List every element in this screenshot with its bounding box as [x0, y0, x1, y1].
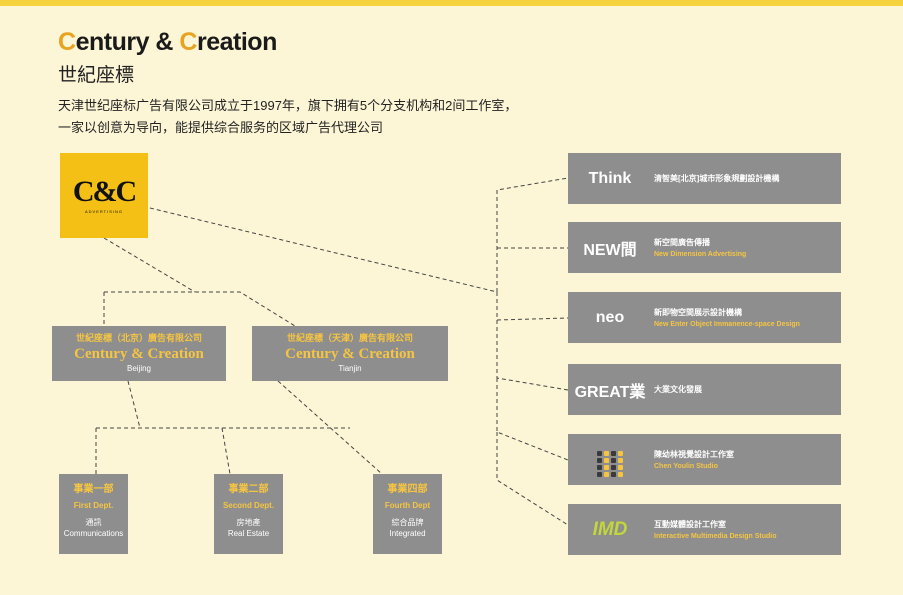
new-logo: NEW間: [583, 241, 637, 259]
dept-name-en: Second Dept.: [222, 501, 275, 510]
brand-title-c2: C: [179, 28, 197, 56]
dept-name-en: First Dept.: [73, 501, 114, 510]
line-trunk-up: [496, 177, 569, 292]
company-name-cn: 世紀座標（天津）廣告有限公司: [286, 333, 413, 343]
dept-fourth: 事業四部 Fourth Dept 綜合品牌 Integrated: [373, 474, 442, 554]
great-logo: GREAT業: [574, 383, 646, 401]
line-to-neo: [496, 292, 569, 321]
chen-dots-icon: [568, 443, 652, 477]
workshop-name-en: Interactive Multimedia Design Studio: [654, 533, 777, 540]
brand-title-c1: C: [58, 28, 76, 56]
intro-line-1: 天津世纪座标广告有限公司成立于1997年，旗下拥有5个分支机构和2间工作室，: [58, 98, 518, 113]
company-name-en: Century & Creation: [74, 346, 204, 362]
dept-desc: 綜合品牌 Integrated: [373, 517, 442, 539]
workshop-name-cn: 新空間廣告傳播: [654, 238, 710, 247]
dept-name-cn: 事業四部: [387, 484, 428, 495]
dept-desc-en: Real Estate: [227, 529, 270, 538]
intro-line-2: 一家以创意为导向，能提供综合服务的区域广告代理公司: [58, 120, 384, 135]
line-to-great: [496, 320, 569, 391]
workshop-name-cn: 清智美[北京]城市形象規劃設計機構: [654, 174, 780, 183]
workshop-name-cn: 大業文化發展: [654, 385, 702, 394]
workshop-name-en: New Dimension Advertising: [654, 251, 747, 258]
company-beijing: 世紀座標（北京）廣告有限公司 Century & Creation Beijin…: [52, 326, 226, 381]
company-name-cn: 世紀座標（北京）廣告有限公司: [75, 333, 202, 343]
line-company-bar: [104, 291, 296, 327]
brand-title-part2: reation: [196, 28, 277, 56]
workshop-name-en: Chen Youlin Studio: [654, 463, 718, 470]
brand-subtitle: 世紀座標: [58, 65, 135, 86]
workshop-name-cn: 新即物空間展示設計機構: [654, 308, 742, 317]
neo-logo: neo: [595, 308, 625, 326]
line-logo-to-companies: [103, 237, 196, 293]
workshop-neo: neo 新即物空間展示設計機構 New Enter Object Immanen…: [568, 292, 841, 343]
line-to-dept2: [221, 427, 231, 475]
dept-name-en: Fourth Dept: [384, 501, 431, 510]
dept-desc-cn: 綜合品牌: [391, 518, 424, 527]
line-logo-to-workshops: [149, 207, 498, 293]
dept-desc-en: Communications: [63, 529, 124, 538]
top-accent-strip: [0, 0, 903, 6]
imd-logo: IMD: [592, 518, 628, 540]
dept-desc-cn: 房地產: [236, 518, 261, 527]
dept-first: 事業一部 First Dept. 通訊 Communications: [59, 474, 128, 554]
line-tianjin-to-dept4: [277, 380, 383, 475]
workshop-great: GREAT業 大業文化發展: [568, 364, 841, 415]
dept-desc-cn: 通訊: [85, 518, 102, 527]
brand-title-part1: entury &: [75, 28, 180, 56]
workshop-new: NEW間 新空間廣告傳播 New Dimension Advertising: [568, 222, 841, 273]
dept-desc-en: Integrated: [389, 529, 426, 538]
dept-name-cn: 事業一部: [73, 484, 114, 495]
cc-logo: C&C ADVERTISING: [60, 153, 148, 238]
company-city: Tianjin: [338, 364, 362, 373]
company-tianjin: 世紀座標（天津）廣告有限公司 Century & Creation Tianji…: [252, 326, 448, 381]
line-to-imd: [496, 432, 569, 526]
workshop-name-en: New Enter Object Immanence-space Design: [654, 321, 800, 328]
line-beijing-to-depts: [127, 380, 141, 429]
dept-desc: 通訊 Communications: [59, 517, 128, 539]
workshop-think: Think 清智美[北京]城市形象規劃設計機構: [568, 153, 841, 204]
dept-second: 事業二部 Second Dept. 房地產 Real Estate: [214, 474, 283, 554]
line-to-chen: [496, 378, 569, 461]
intro-text: 天津世纪座标广告有限公司成立于1997年，旗下拥有5个分支机构和2间工作室， 一…: [58, 95, 517, 139]
dept-name-cn: 事業二部: [228, 484, 269, 495]
cc-logo-mark: C&C: [72, 175, 137, 208]
cc-logo-tag: ADVERTISING: [84, 209, 124, 214]
company-name-en: Century & Creation: [285, 346, 415, 362]
company-city: Beijing: [126, 364, 151, 373]
brand-title: Century & Creation: [58, 28, 277, 57]
workshop-name-cn: 陳幼林視覺設計工作室: [654, 450, 734, 459]
workshop-imd: IMD 互動媒體設計工作室 Interactive Multimedia Des…: [568, 504, 841, 555]
workshop-name-cn: 互動媒體設計工作室: [654, 520, 726, 529]
think-logo: Think: [588, 169, 632, 187]
workshop-chen: 陳幼林視覺設計工作室 Chen Youlin Studio: [568, 434, 841, 485]
dept-desc: 房地產 Real Estate: [214, 517, 283, 539]
